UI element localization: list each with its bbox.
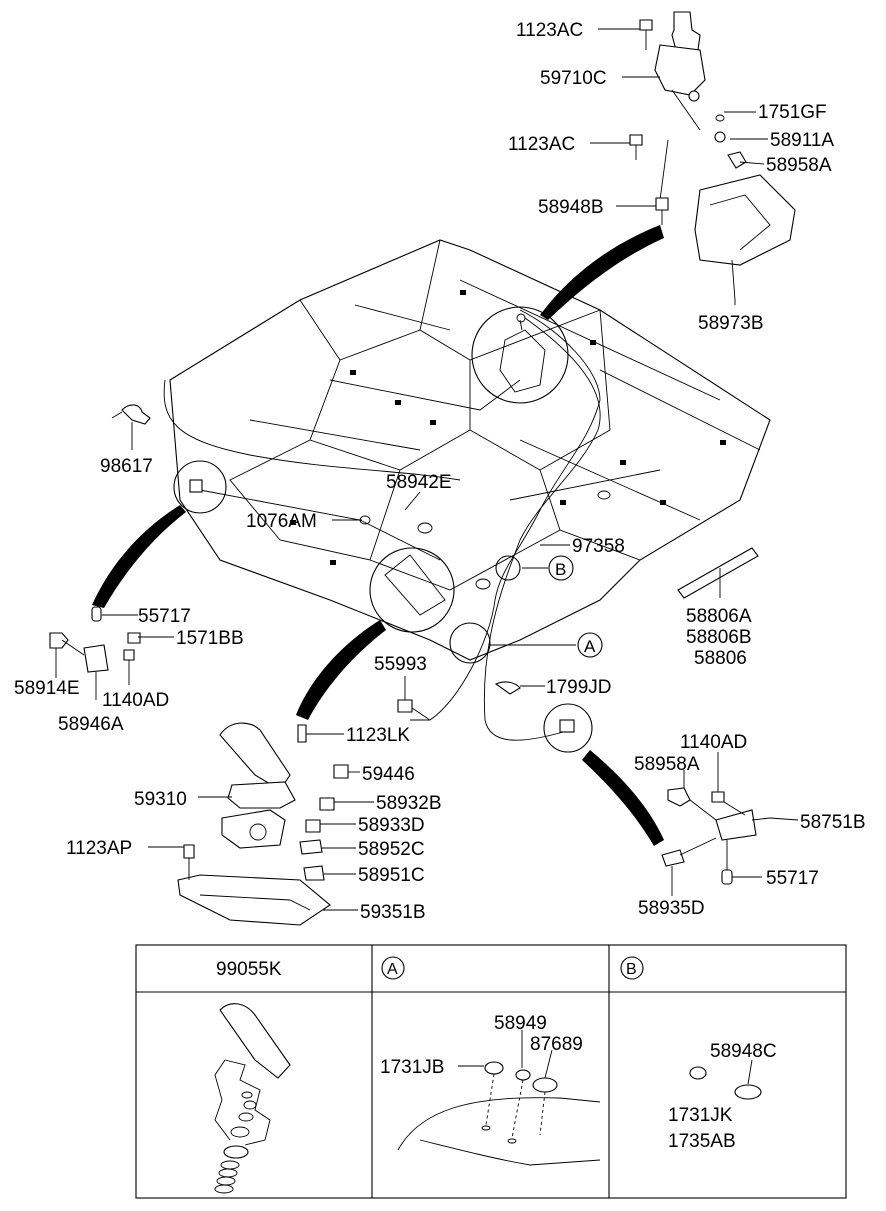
- table-header-b: B: [626, 961, 637, 978]
- label-1076AM: 1076AM: [246, 511, 317, 532]
- detail-circle-b: [495, 555, 521, 581]
- label-58973B: 58973B: [698, 313, 764, 334]
- label-58958A-right: 58958A: [634, 754, 700, 775]
- callout-wedge-right: [582, 750, 664, 846]
- detail-circle-left-bracket: [173, 460, 227, 514]
- callout-wedge-pedal: [296, 620, 386, 720]
- label-58958A-top: 58958A: [766, 155, 832, 176]
- right-bracket-parts: [661, 787, 771, 885]
- table-b-58948C: 58948C: [710, 1041, 777, 1062]
- detail-circle-shift-bracket: [471, 306, 569, 404]
- floor-pan: [163, 239, 771, 741]
- callout-wedge-top: [540, 225, 664, 320]
- label-58952C: 58952C: [358, 839, 425, 860]
- detail-table: 99055K A B: [135, 944, 847, 1199]
- label-55993: 55993: [374, 654, 427, 675]
- cell-99055k-drawing: [214, 1003, 291, 1194]
- label-59351B: 59351B: [360, 902, 426, 923]
- label-58806B: 58806B: [686, 627, 752, 648]
- table-header-a: A: [387, 961, 398, 978]
- table-a-1731JB: 1731JB: [380, 1057, 444, 1078]
- label-55717-left: 55717: [138, 606, 191, 627]
- detail-circle-right-bracket: [543, 703, 593, 753]
- left-bracket-parts: [49, 404, 151, 700]
- shift-lever-assembly: [629, 11, 796, 266]
- label-58948B: 58948B: [538, 197, 604, 218]
- part-labels: 1123AC 59710C 1751GF 1123AC 58911A 58958…: [14, 20, 866, 923]
- table-b-1735AB: 1735AB: [668, 1131, 736, 1152]
- label-97358: 97358: [572, 536, 625, 557]
- label-59446: 59446: [362, 764, 415, 785]
- cell-b-drawing: [689, 1059, 762, 1100]
- label-58933D: 58933D: [358, 815, 425, 836]
- label-58951C: 58951C: [358, 865, 425, 886]
- cell-a-drawing: [397, 1030, 601, 1166]
- detail-circle-pedal: [369, 547, 455, 633]
- label-1799JD: 1799JD: [546, 677, 612, 698]
- label-1140AD-left: 1140AD: [102, 690, 169, 711]
- table-b-1731JK: 1731JK: [668, 1105, 733, 1126]
- label-1123AP: 1123AP: [66, 838, 132, 859]
- label-1123AC-top: 1123AC: [516, 20, 583, 41]
- label-58911A: 58911A: [770, 130, 834, 151]
- label-1751GF: 1751GF: [758, 102, 827, 123]
- callout-wedge-left: [92, 505, 186, 608]
- table-a-87689: 87689: [530, 1034, 583, 1055]
- tube-part: [677, 547, 759, 599]
- label-58806A: 58806A: [686, 606, 752, 627]
- label-1571BB: 1571BB: [176, 628, 244, 649]
- label-98617: 98617: [100, 456, 153, 477]
- table-header-99055K: 99055K: [216, 959, 282, 980]
- label-59710C: 59710C: [540, 68, 607, 89]
- label-58942E: 58942E: [386, 472, 452, 493]
- label-1123AC-mid: 1123AC: [508, 134, 575, 155]
- callout-b-label: B: [555, 560, 566, 579]
- leader-lines: [55, 28, 799, 911]
- pedal-assembly: [177, 681, 521, 926]
- label-58935D: 58935D: [638, 898, 705, 919]
- label-1123LK: 1123LK: [346, 725, 410, 746]
- callout-a-label: A: [584, 637, 596, 656]
- label-1140AD-right: 1140AD: [680, 732, 747, 753]
- detail-circle-a: [449, 622, 491, 664]
- table-a-58949: 58949: [494, 1013, 547, 1034]
- label-58751B: 58751B: [800, 812, 866, 833]
- label-58914E: 58914E: [14, 678, 80, 699]
- callout-b-marker: B: [548, 555, 574, 581]
- label-59310: 59310: [134, 789, 187, 810]
- label-58806: 58806: [694, 648, 747, 669]
- label-58946A: 58946A: [58, 714, 124, 735]
- label-55717-right: 55717: [766, 868, 819, 889]
- callout-a-marker: A: [577, 632, 603, 658]
- label-58932B: 58932B: [376, 793, 442, 814]
